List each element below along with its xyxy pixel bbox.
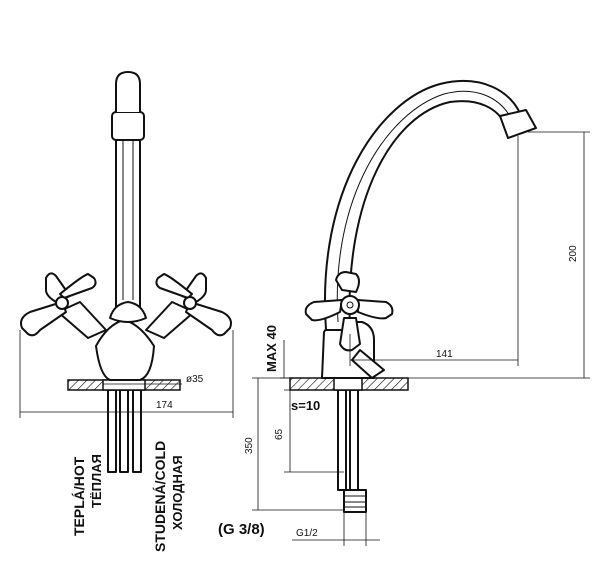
front-spout [109,71,147,323]
side-dim-connection: G1/2 [292,512,380,546]
front-handle-left [20,272,107,339]
label-cold: STUDENÁ/COLD [152,441,168,552]
front-labels: TEPLÁ/HOT ТЁПЛАЯ STUDENÁ/COLD ХОЛОДНАЯ [71,441,185,552]
dim-depth-label: 65 [274,428,285,440]
dim-height-label: 200 [568,245,579,262]
front-dim-width: 174 [19,330,234,418]
dim-width-label: 174 [156,400,173,411]
side-view: 200 141 MAX 40 s=10 65 [218,80,590,546]
label-thread: (G 3/8) [218,521,265,538]
front-handle-right [145,272,232,339]
dim-diameter-label: ø35 [186,374,204,385]
side-dim-depth: 65 [274,390,344,473]
front-deck-plate [67,379,181,391]
label-connection: G1/2 [296,528,318,539]
label-max: MAX 40 [264,325,279,372]
label-cold-ru: ХОЛОДНАЯ [170,455,185,530]
front-body [95,319,155,381]
front-view: ø35 174 TEPLÁ/HOT ТЁПЛАЯ STUDENÁ/COLD ХО… [19,71,234,552]
side-dim-reach: 141 [349,136,519,366]
side-dim-max: MAX 40 [264,325,290,379]
dim-length-label: 350 [244,437,255,454]
label-warm-ru: ТЁПЛАЯ [89,454,104,508]
dim-reach-label: 141 [436,349,453,360]
side-spout [324,80,537,331]
side-handle [304,271,394,352]
label-thickness: s=10 [291,398,320,413]
side-dim-length: 350 [244,377,344,511]
front-dim-diameter: ø35 [103,374,204,385]
side-dim-thickness: s=10 [284,389,334,413]
front-supply-pipes [107,389,142,473]
side-supply-pipes [337,389,367,513]
side-deck-plate [289,377,409,391]
side-dim-height: 200 [408,131,590,379]
label-warm: TEPLÁ/HOT [71,456,87,536]
